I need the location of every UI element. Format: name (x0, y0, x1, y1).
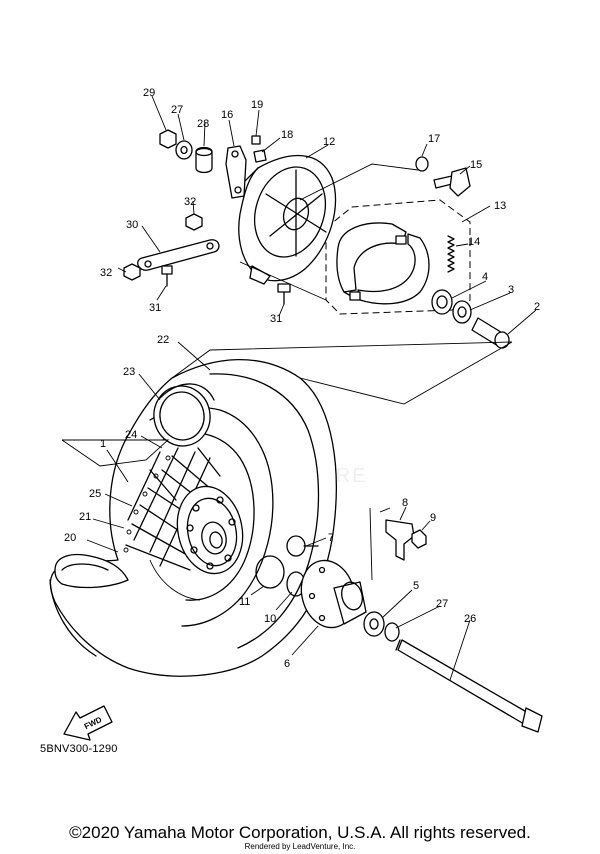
wheel-axle (395, 639, 543, 733)
callout-14: 14 (468, 236, 480, 248)
callout-15: 15 (470, 159, 482, 171)
callout-4: 4 (482, 271, 488, 283)
callout-22: 22 (157, 334, 169, 346)
callout-11: 11 (239, 596, 250, 608)
brake-backing-plate (238, 155, 337, 285)
callout-27-lower: 27 (436, 598, 448, 610)
callout-20: 20 (64, 532, 76, 544)
callout-31-right: 31 (270, 313, 282, 325)
callout-2: 2 (534, 301, 540, 313)
callout-10: 10 (264, 613, 276, 625)
callout-8: 8 (402, 497, 408, 509)
rendered-by-credit: Rendered by LeadVenture, Inc. (244, 842, 356, 851)
callout-9: 9 (430, 512, 436, 524)
fwd-arrow: FWD (63, 705, 113, 741)
callout-24: 24 (125, 429, 137, 441)
small-hardware-upper-left (159, 129, 213, 174)
callout-32-upper: 32 (184, 196, 196, 208)
callout-3: 3 (508, 284, 514, 296)
callout-26: 26 (464, 613, 476, 625)
callout-7: 7 (328, 532, 334, 544)
callout-17: 17 (428, 133, 440, 145)
assembly-reference-lines (61, 163, 513, 581)
callout-13: 13 (494, 200, 506, 212)
callout-25: 25 (89, 488, 101, 500)
callout-30: 30 (126, 219, 138, 231)
callout-leaders (86, 95, 537, 681)
callout-31-left: 31 (149, 302, 161, 314)
callout-1: 1 (100, 438, 106, 450)
callout-16: 16 (221, 109, 233, 121)
callout-12: 12 (323, 136, 335, 148)
callout-32-left: 32 (100, 267, 112, 279)
callout-21: 21 (79, 511, 91, 523)
callout-28: 28 (197, 118, 209, 130)
wheel-assembly (49, 358, 337, 677)
tension-bar (123, 213, 291, 305)
callout-5: 5 (413, 580, 419, 592)
brake-shoe-group (325, 199, 471, 315)
right-side-parts (415, 156, 510, 349)
callout-18: 18 (281, 129, 293, 141)
callout-19: 19 (251, 99, 263, 111)
diagram-code: 5BNV300-1290 (40, 743, 118, 755)
copyright-notice: ©2020 Yamaha Motor Corporation, U.S.A. A… (69, 823, 531, 842)
callout-6: 6 (284, 658, 290, 670)
callout-23: 23 (123, 366, 135, 378)
brake-cam-lever (225, 135, 267, 199)
callout-labels: 1 2 3 4 5 6 7 8 9 10 11 12 13 14 15 16 1… (64, 87, 540, 670)
clutch-hub-parts (255, 519, 427, 642)
callout-27-upper: 27 (171, 104, 183, 116)
callout-29: 29 (143, 87, 155, 99)
